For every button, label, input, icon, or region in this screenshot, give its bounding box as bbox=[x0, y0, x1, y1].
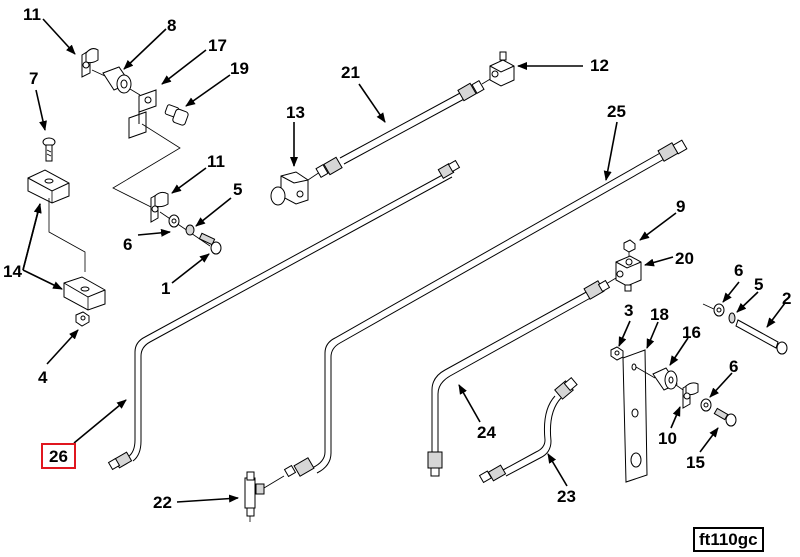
clamp-14-top bbox=[27, 169, 70, 204]
figure-id-label: ft110gc bbox=[693, 527, 764, 552]
tee-20 bbox=[615, 255, 642, 292]
callout-5-mid[interactable]: 5 bbox=[233, 180, 243, 199]
callout-16[interactable]: 16 bbox=[682, 323, 701, 342]
clip-10 bbox=[682, 382, 699, 409]
tube-25 bbox=[283, 139, 688, 478]
tee-22 bbox=[244, 471, 285, 522]
lockwasher-5-right bbox=[728, 312, 736, 324]
callout-11-top[interactable]: 11 bbox=[23, 5, 41, 24]
callout-14[interactable]: 14 bbox=[3, 262, 22, 281]
callout-2[interactable]: 2 bbox=[782, 289, 792, 308]
tube-21 bbox=[339, 91, 467, 165]
tee-12 bbox=[489, 51, 515, 87]
callout-7[interactable]: 7 bbox=[29, 69, 39, 88]
lockwasher-5 bbox=[185, 224, 195, 236]
bolt-15 bbox=[713, 407, 737, 427]
callout-18[interactable]: 18 bbox=[650, 305, 669, 324]
tube-23 bbox=[478, 377, 578, 484]
spacer-16 bbox=[652, 367, 678, 391]
callout-4[interactable]: 4 bbox=[38, 368, 48, 387]
spacer-8 bbox=[102, 66, 132, 94]
bolt-1 bbox=[198, 232, 222, 255]
fitting-21-lower bbox=[315, 156, 343, 179]
callout-15[interactable]: 15 bbox=[686, 453, 705, 472]
bolt-19 bbox=[164, 104, 189, 126]
screw-7 bbox=[42, 137, 56, 162]
clip-11-mid bbox=[150, 191, 169, 223]
callout-13[interactable]: 13 bbox=[286, 103, 305, 122]
bracket-17 bbox=[128, 89, 157, 139]
nut-9 bbox=[623, 239, 636, 253]
clamp-14-bottom bbox=[63, 276, 106, 311]
bracket-18 bbox=[622, 349, 648, 483]
callout-6-lower[interactable]: 6 bbox=[729, 357, 739, 376]
leader-arrows bbox=[22, 18, 786, 503]
callout-5-right[interactable]: 5 bbox=[754, 275, 764, 294]
callout-3[interactable]: 3 bbox=[624, 301, 634, 320]
callout-8[interactable]: 8 bbox=[167, 16, 177, 35]
callout-26-highlighted[interactable]: 26 bbox=[41, 443, 76, 469]
washer-6 bbox=[168, 214, 180, 228]
callout-11-mid[interactable]: 11 bbox=[207, 152, 225, 171]
callout-23[interactable]: 23 bbox=[557, 487, 576, 506]
callout-1[interactable]: 1 bbox=[161, 279, 171, 298]
callout-10[interactable]: 10 bbox=[658, 429, 677, 448]
callout-24[interactable]: 24 bbox=[477, 423, 496, 442]
callout-22[interactable]: 22 bbox=[153, 493, 172, 512]
callout-20[interactable]: 20 bbox=[675, 249, 694, 268]
callout-6-mid[interactable]: 6 bbox=[123, 235, 133, 254]
callout-21[interactable]: 21 bbox=[341, 63, 360, 82]
nut-4 bbox=[75, 311, 90, 327]
callout-6-right[interactable]: 6 bbox=[734, 261, 744, 280]
callout-17[interactable]: 17 bbox=[208, 36, 227, 55]
callout-19[interactable]: 19 bbox=[230, 59, 249, 78]
tube-24 bbox=[427, 279, 611, 477]
washer-6-lower bbox=[700, 398, 712, 412]
bolt-2 bbox=[735, 319, 788, 355]
nut-3 bbox=[610, 346, 624, 361]
clip-11-top bbox=[81, 48, 99, 78]
elbow-13 bbox=[270, 171, 309, 206]
callout-12[interactable]: 12 bbox=[590, 56, 609, 75]
fitting-21-upper bbox=[457, 79, 485, 102]
callout-25[interactable]: 25 bbox=[607, 102, 626, 121]
callout-9[interactable]: 9 bbox=[676, 197, 686, 216]
washer-6-right bbox=[713, 303, 725, 317]
tube-26 bbox=[107, 159, 461, 471]
